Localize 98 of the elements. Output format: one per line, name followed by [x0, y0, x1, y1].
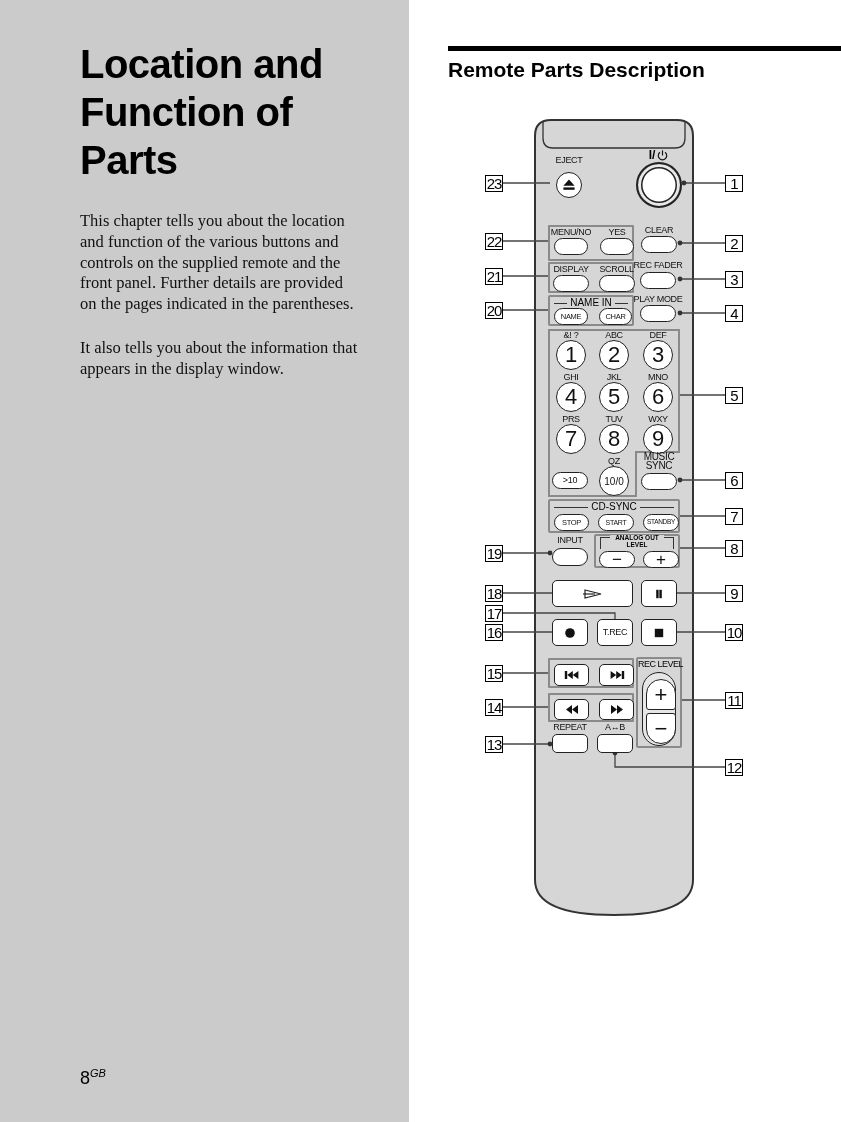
callout-number: 2 [725, 234, 743, 252]
button-label: REPEAT [552, 723, 588, 732]
button-group-frame [594, 534, 680, 568]
leader-line [502, 309, 549, 311]
button-label: WXY [647, 415, 669, 424]
section-heading: Remote Parts Description [448, 57, 705, 83]
button-label: MNO [646, 373, 670, 382]
button-label: JKL [605, 373, 623, 382]
leader-line [502, 182, 551, 184]
leader-line [502, 592, 553, 594]
remote-button: + [646, 679, 676, 710]
callout-number: 21 [485, 267, 503, 285]
button-label: &! ? [562, 331, 580, 340]
button-group-frame [548, 295, 634, 326]
remote-button [641, 580, 677, 607]
callout-number: 5 [725, 386, 743, 404]
button-label: INPUT [556, 536, 584, 545]
callout-number: 16 [485, 623, 503, 641]
leader-line [679, 515, 726, 517]
leader-line [679, 547, 726, 549]
remote-button [599, 699, 634, 720]
remote-button [552, 580, 633, 607]
remote-button: + [643, 551, 679, 568]
button-label: MUSIC SYNC [642, 452, 676, 470]
leader-line [679, 394, 726, 396]
leader-line [676, 592, 726, 594]
callout-number: 1 [725, 174, 743, 192]
button-group-frame [548, 693, 634, 722]
callout-number: 9 [725, 584, 743, 602]
button-label: CLEAR [643, 226, 675, 235]
remote-button [554, 699, 589, 720]
button-label: SCROLL [598, 265, 635, 274]
remote-button [599, 664, 634, 686]
callout-number: 19 [485, 544, 503, 562]
body-paragraph: It also tells you about the information that appears in the display window. [80, 338, 359, 380]
group-heading: NAME IN [570, 298, 612, 308]
leader-line [502, 741, 553, 747]
button-group-frame [548, 262, 634, 293]
leader-line [677, 276, 726, 282]
button-label: GHI [562, 373, 580, 382]
leader-line [502, 631, 553, 633]
leader-line [677, 310, 726, 316]
button-label: I/ [648, 149, 656, 161]
remote-button: >10 [552, 472, 588, 489]
callout-number: 6 [725, 471, 743, 489]
callout-number: 10 [725, 623, 743, 641]
button-group-frame [548, 225, 634, 261]
leader-line [502, 672, 549, 674]
button-label: EJECT [554, 156, 584, 165]
button-label: TUV [604, 415, 624, 424]
button-label: MENU/NO [549, 228, 593, 237]
leader-line [502, 706, 549, 708]
leader-line [612, 750, 726, 768]
leader-line [677, 477, 726, 483]
button-label: QZ [607, 457, 621, 466]
leader-line [502, 550, 553, 556]
remote-button: − [599, 551, 635, 568]
leader-line [676, 631, 726, 633]
page-number: 8$^{GB}$ [80, 1066, 106, 1089]
callout-number: 20 [485, 301, 503, 319]
button-label: DISPLAY [552, 265, 590, 274]
remote-button: − [646, 713, 676, 744]
remote-button [641, 619, 677, 646]
callout-number: 17 [485, 604, 503, 622]
callout-number: 13 [485, 735, 503, 753]
leader-line [681, 699, 726, 701]
button-label: PLAY MODE [632, 295, 684, 304]
leader-line [677, 240, 726, 246]
button-label: PRS [561, 415, 581, 424]
callout-number: 12 [725, 758, 743, 776]
button-group-frame [548, 658, 634, 688]
leader-line [502, 240, 549, 242]
callout-number: 18 [485, 584, 503, 602]
callout-number: 3 [725, 270, 743, 288]
button-label: REC FADER [633, 261, 684, 270]
leader-line [502, 612, 616, 620]
button-label: ABC [604, 331, 624, 340]
leader-line [681, 180, 726, 186]
button-label: A↔B [603, 723, 627, 732]
callout-number: 14 [485, 698, 503, 716]
callout-number: 7 [725, 507, 743, 525]
button-group-frame [636, 657, 682, 748]
callout-number: 15 [485, 664, 503, 682]
callout-number: 22 [485, 232, 503, 250]
remote-button [552, 619, 588, 646]
button-label: DEF [648, 331, 668, 340]
callout-number: 23 [485, 174, 503, 192]
callout-number: 4 [725, 304, 743, 322]
group-heading: CD-SYNC [591, 502, 637, 512]
remote-button: T.REC [597, 619, 633, 646]
remote-button [554, 664, 589, 686]
callout-number: 8 [725, 539, 743, 557]
body-paragraph: This chapter tells you about the location and function of the various buttons and controls on the supplied remote and the front panel. Further details are provided on the pages indicated in the parentheses. [80, 211, 355, 315]
button-label: YES [607, 228, 627, 237]
page-title: Location and Function of Parts [80, 41, 324, 184]
button-group-frame [548, 499, 680, 533]
leader-line [502, 275, 549, 277]
callout-number: 11 [725, 691, 743, 709]
